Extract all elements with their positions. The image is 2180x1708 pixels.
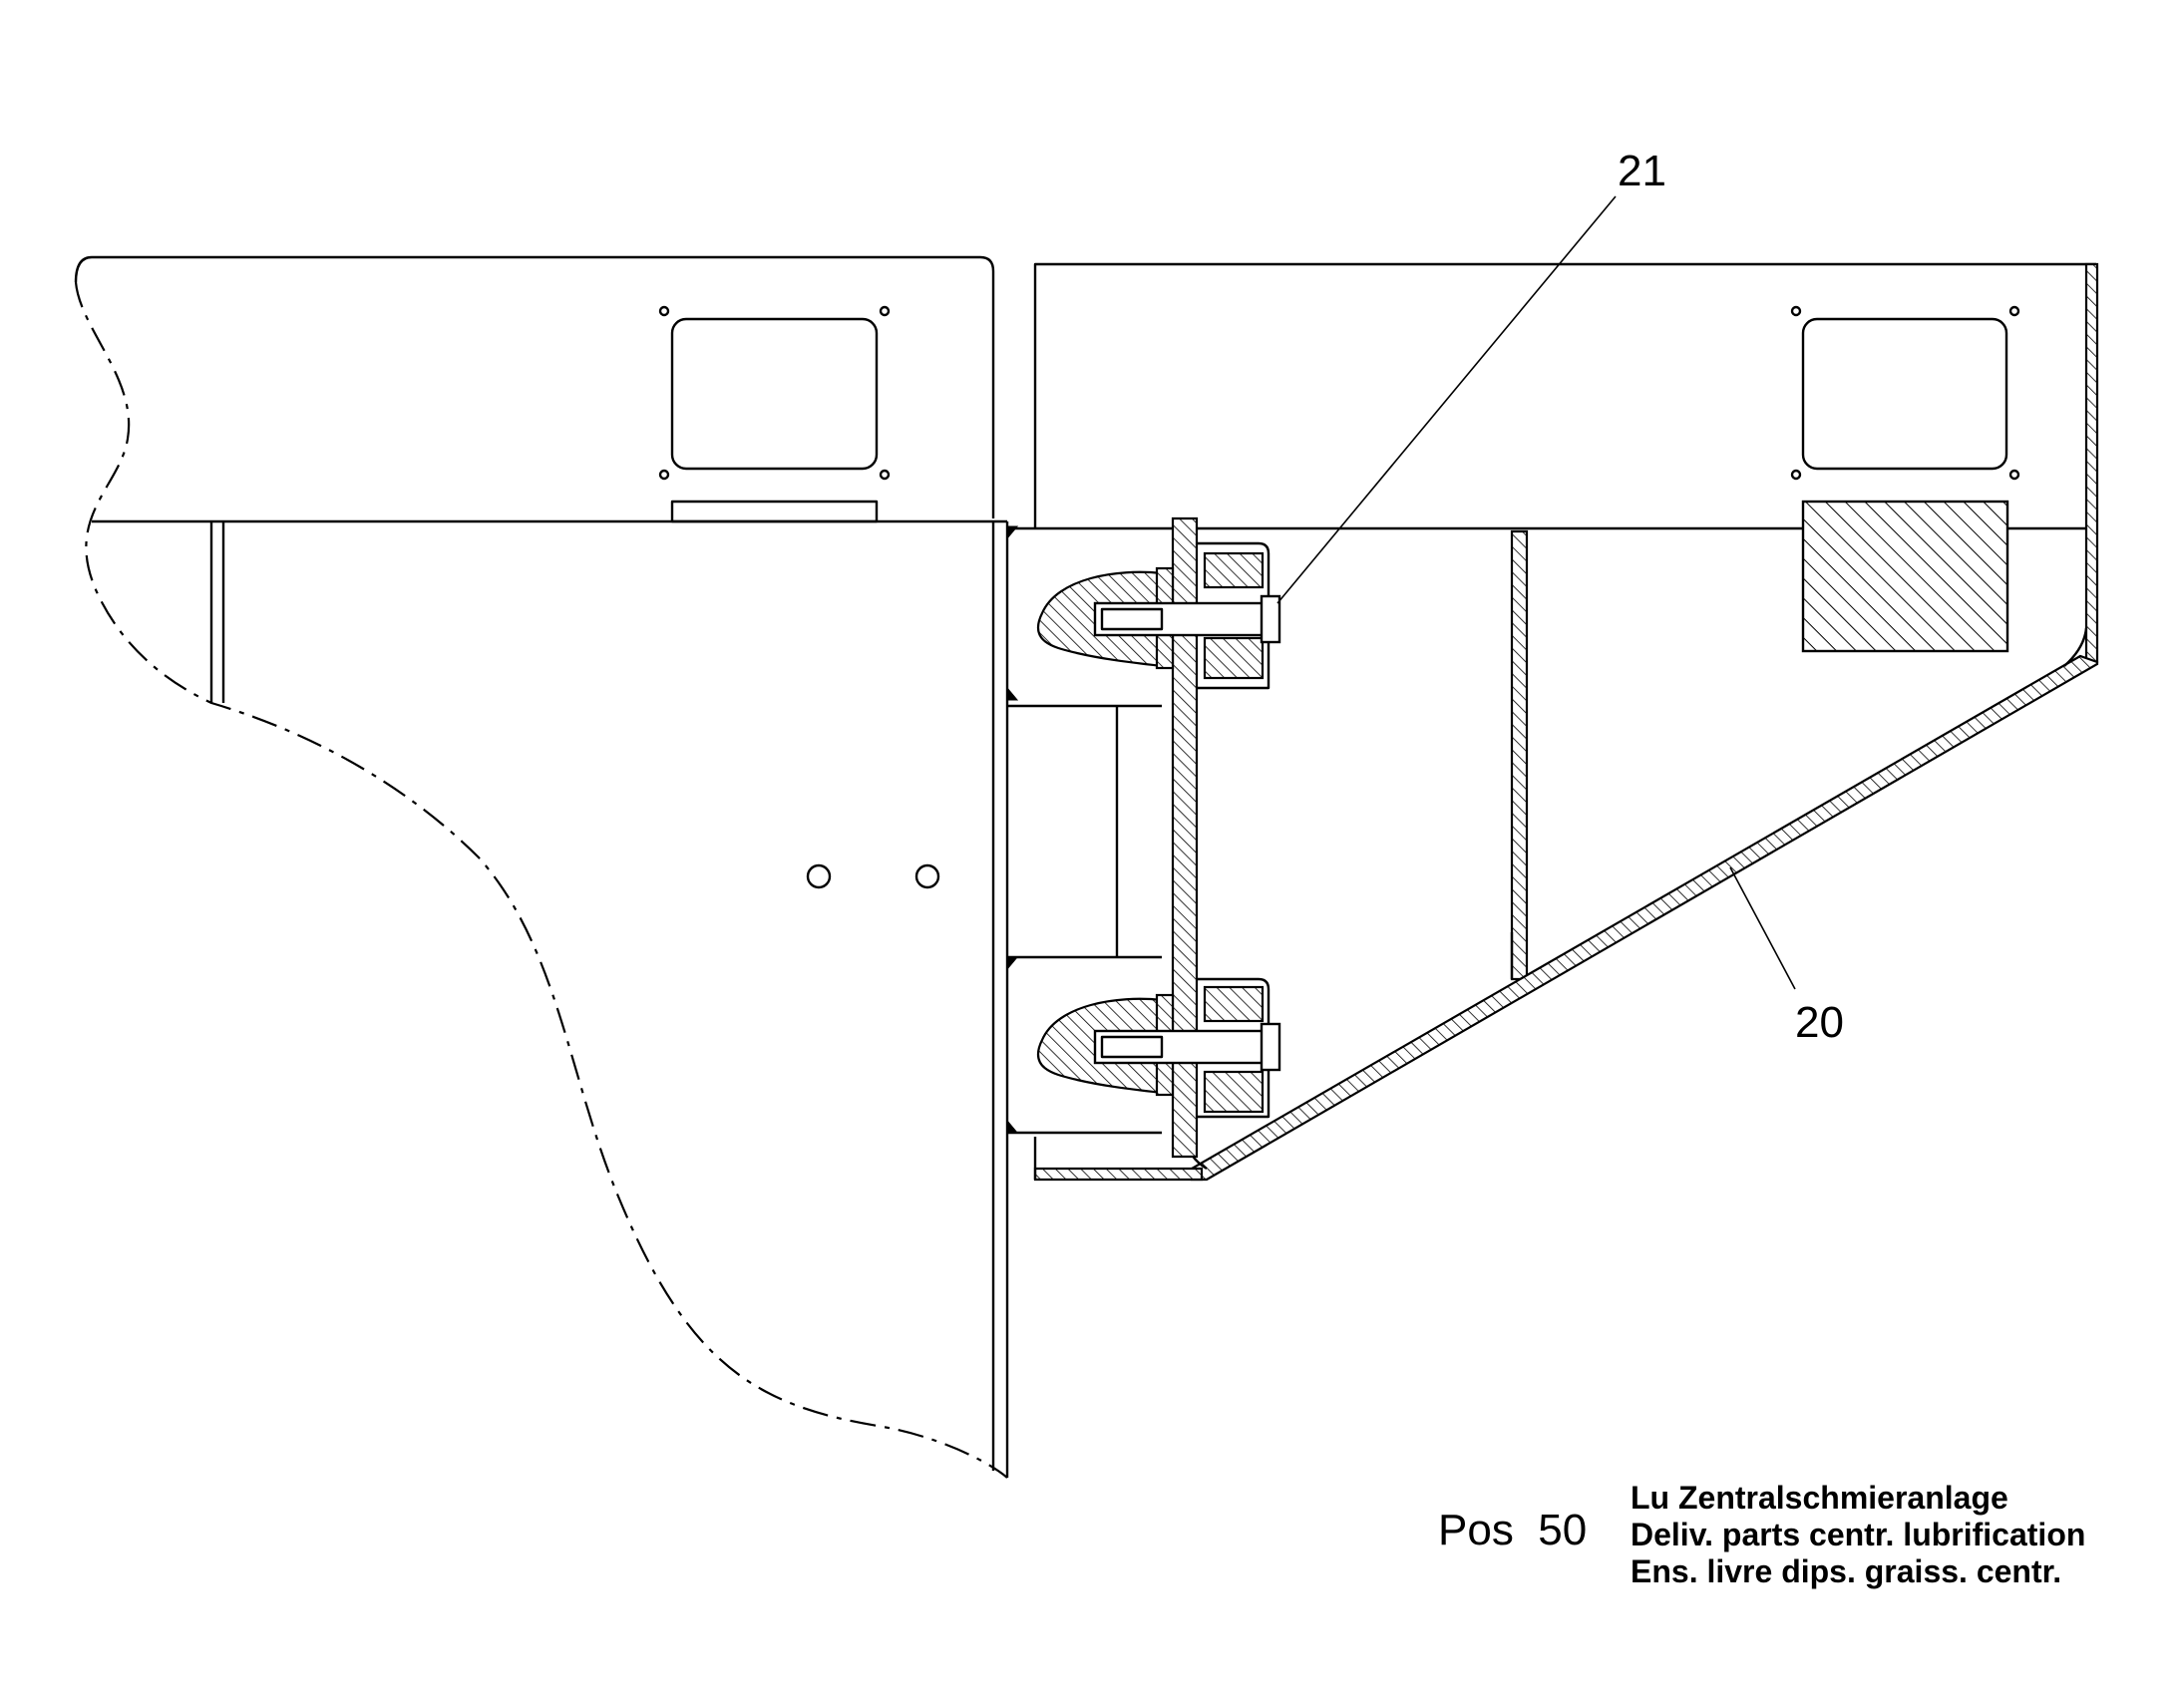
callout-21: 21 [1276,147,1666,604]
flange-assembly [1006,516,1281,1159]
callout-20: 20 [1729,866,1844,1047]
description-french: Ens. livre dips. graiss. centr. [1631,1553,2062,1589]
description-english: Deliv. parts centr. lubrification [1631,1517,2086,1552]
position-label: Pos 50 [1438,1506,1588,1554]
description-german: Lu Zentralschmieranlage [1631,1480,2008,1516]
callout-21-label: 21 [1618,147,1666,195]
callout-20-label: 20 [1795,998,1844,1047]
right-housing [1007,262,2099,1182]
left-housing [74,255,1009,1479]
